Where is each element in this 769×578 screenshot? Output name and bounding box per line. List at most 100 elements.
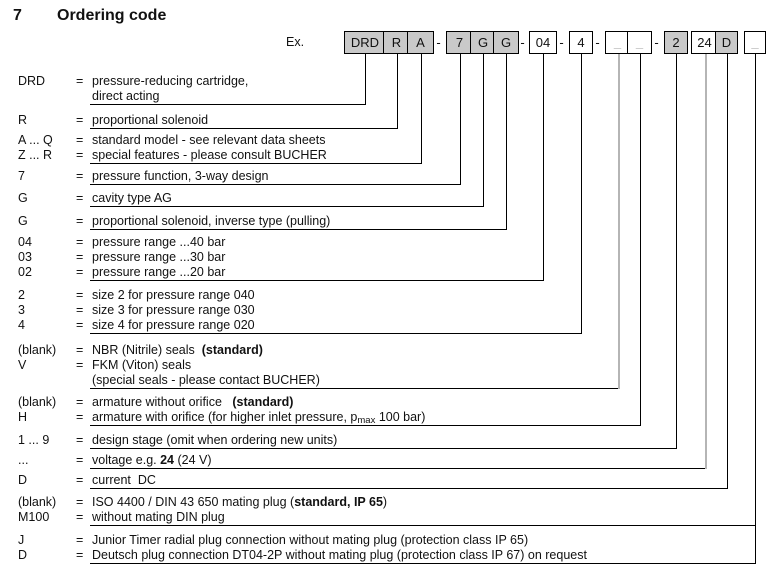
equals-sign: =	[76, 533, 84, 547]
code-box-A: A	[407, 31, 434, 54]
legend-row: R=proportional solenoid	[18, 113, 762, 128]
legend-row: ...=voltage e.g. 24 (24 V)	[18, 453, 762, 468]
legend-description: special features - please consult BUCHER	[92, 148, 762, 163]
legend-code: G	[18, 191, 28, 205]
legend-group: G=cavity type AG	[18, 191, 762, 206]
legend-description: FKM (Viton) seals	[92, 358, 762, 373]
legend-code: (blank)	[18, 343, 57, 357]
text-segment: (special seals - please contact BUCHER)	[92, 373, 320, 387]
legend-code: DRD	[18, 74, 46, 88]
legend-description: NBR (Nitrile) seals (standard)	[92, 343, 762, 358]
connector-line	[365, 54, 366, 105]
legend-description: proportional solenoid	[92, 113, 762, 128]
dash-separator: -	[520, 35, 525, 50]
legend-group: G=proportional solenoid, inverse type (p…	[18, 214, 762, 229]
legend-code: 1 ... 9	[18, 433, 50, 447]
equals-sign: =	[76, 433, 84, 447]
equals-sign: =	[76, 250, 84, 264]
legend-row: direct acting	[18, 89, 762, 104]
legend-row: DRD = pressure-reducing cartridge,	[18, 74, 762, 89]
legend-description: size 2 for pressure range 040	[92, 288, 762, 303]
legend-description: design stage (omit when ordering new uni…	[92, 433, 762, 448]
legend-row: Z ... R=special features - please consul…	[18, 148, 762, 163]
legend-underline	[90, 425, 641, 426]
legend-row: 02=pressure range ...20 bar	[18, 265, 762, 280]
legend-code: A ... Q	[18, 133, 53, 147]
text-segment: pressure-reducing cartridge,	[92, 74, 249, 88]
legend-code: 02	[18, 265, 32, 279]
legend-code: 3	[18, 303, 25, 317]
equals-sign: =	[76, 113, 84, 127]
equals-sign: =	[76, 395, 84, 409]
legend-code: 03	[18, 250, 32, 264]
legend-row: 03=pressure range ...30 bar	[18, 250, 762, 265]
equals-sign: =	[76, 288, 84, 302]
legend-group: R=proportional solenoid	[18, 113, 762, 128]
legend-underline	[90, 563, 756, 564]
section-number: 7	[13, 7, 22, 24]
text-segment: special features - please consult BUCHER	[92, 148, 327, 162]
text-segment: size 3 for pressure range 030	[92, 303, 255, 317]
legend-code: D	[18, 473, 28, 487]
legend-code	[18, 89, 76, 104]
equals-sign	[76, 89, 92, 104]
text-segment: armature without orifice	[92, 395, 233, 409]
text-segment: voltage e.g.	[92, 453, 161, 467]
text-segment: ISO 4400 / DIN 43 650 mating plug (	[92, 495, 295, 509]
legend-underline	[90, 525, 756, 526]
legend-row: 2 = size 2 for pressure range 040	[18, 288, 762, 303]
code-box-24: 24	[691, 31, 718, 54]
legend-underline	[90, 448, 677, 449]
equals-sign: =	[76, 473, 84, 487]
text-segment: without mating DIN plug	[92, 510, 225, 524]
legend-underline	[90, 128, 398, 129]
legend-description: cavity type AG	[92, 191, 762, 206]
equals-sign: =	[76, 169, 84, 183]
equals-sign: =	[76, 133, 84, 147]
legend-description: direct acting	[92, 89, 762, 104]
legend-group: (blank)=ISO 4400 / DIN 43 650 mating plu…	[18, 495, 762, 525]
legend-row: D=Deutsch plug connection DT04-2P withou…	[18, 548, 762, 563]
code-box-2: 2	[664, 31, 688, 54]
legend-group: (blank)=armature without orifice (standa…	[18, 395, 762, 426]
legend-code: ...	[18, 453, 29, 467]
text-segment: proportional solenoid	[92, 113, 209, 127]
legend-description: (special seals - please contact BUCHER)	[92, 373, 762, 388]
bold-text: (standard)	[232, 395, 294, 409]
legend-underline	[90, 206, 484, 207]
legend-group: J=Junior Timer radial plug connection wi…	[18, 533, 762, 563]
equals-sign	[76, 373, 92, 388]
legend-description: pressure range ...40 bar	[92, 235, 762, 250]
legend-row: V=FKM (Viton) seals	[18, 358, 762, 373]
legend-row: H=armature with orifice (for higher inle…	[18, 410, 762, 426]
connector-line	[705, 54, 707, 469]
equals-sign: =	[76, 303, 84, 317]
equals-sign: =	[76, 74, 84, 88]
text-segment: FKM (Viton) seals	[92, 358, 192, 372]
text-segment: pressure range ...20 bar	[92, 265, 226, 279]
legend-underline	[90, 488, 728, 489]
legend-description: without mating DIN plug	[92, 510, 762, 525]
text-segment: current DC	[92, 473, 156, 487]
legend-group: 7=pressure function, 3-way design	[18, 169, 762, 184]
example-label: Ex.	[286, 35, 305, 49]
equals-sign: =	[76, 453, 84, 467]
dash-separator: -	[595, 35, 600, 50]
legend-description: pressure-reducing cartridge,	[92, 74, 762, 89]
legend-code: H	[18, 410, 28, 424]
legend-group: (blank) = NBR (Nitrile) seals (standard)V=…	[18, 343, 762, 388]
equals-sign: =	[76, 343, 84, 357]
legend-code: Z ... R	[18, 148, 53, 162]
legend-code: 2	[18, 288, 25, 302]
legend-code: 04	[18, 235, 32, 249]
legend-underline	[90, 104, 366, 105]
legend-code: G	[18, 214, 28, 228]
legend-row: (blank) = NBR (Nitrile) seals (standard)	[18, 343, 762, 358]
code-box-DRD: DRD	[344, 31, 386, 54]
connector-line	[421, 54, 422, 164]
legend-underline	[90, 280, 544, 281]
connector-line	[506, 54, 507, 230]
legend-row: 7=pressure function, 3-way design	[18, 169, 762, 184]
legend-row: M100=without mating DIN plug	[18, 510, 762, 525]
code-box-blank: _	[605, 31, 630, 54]
